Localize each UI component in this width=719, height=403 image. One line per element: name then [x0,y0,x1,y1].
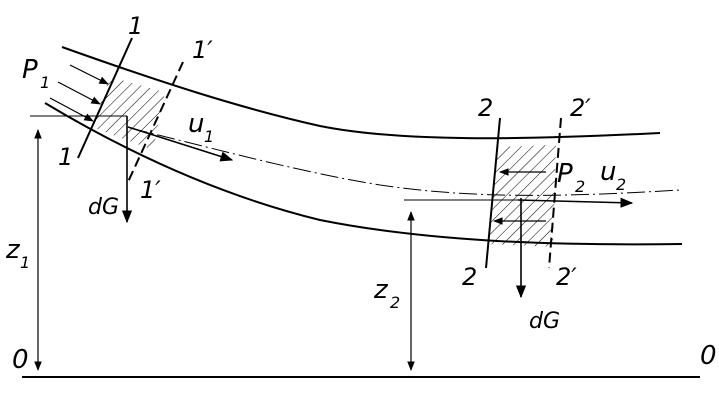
tube-centerline [129,127,681,196]
velocity-arrow-u2 [517,197,634,208]
fluid-element-2 [488,145,556,247]
label-dg-2: dG [529,309,560,334]
pressure-arrow-1a [69,64,109,85]
label-z1: z [5,235,21,265]
label-p1: P [22,55,38,85]
label-u1-subscript: 1 [204,127,214,146]
section-1-prime-line [127,61,184,183]
label-datum-left: 0 [12,345,29,375]
label-datum-right: 0 [700,341,717,371]
label-z2-subscript: 2 [390,293,400,312]
label-section-1-prime-top: 1′ [192,36,213,64]
label-u2-subscript: 2 [616,175,626,194]
label-p1-subscript: 1 [40,73,50,92]
section-2-line [485,117,501,269]
pressure-arrow-1c [49,97,94,122]
velocity-arrow-u1 [127,126,234,162]
label-z1-subscript: 1 [20,253,30,272]
label-u2: u [600,157,616,187]
label-section-2-prime-top: 2′ [570,94,591,122]
label-z2: z [373,275,389,305]
label-section-1-prime-bottom: 1′ [140,176,161,204]
pressure-arrow-1b [57,81,101,105]
section-1-line [77,37,133,159]
label-section-2-prime-bottom: 2′ [556,263,577,291]
fluid-element-1 [92,77,165,150]
tube-lower-wall [44,102,683,246]
label-p2: P [557,159,573,189]
label-dg-1: dG [88,195,119,220]
label-section-1-bottom: 1 [58,143,73,171]
section-2-prime-line [548,117,562,269]
label-u1: u [188,109,204,139]
label-section-2-top: 2 [478,94,493,122]
label-p2-subscript: 2 [575,177,585,196]
label-section-1-top: 1 [128,12,143,40]
tube-upper-wall [61,46,661,140]
label-section-2-bottom: 2 [462,263,477,291]
